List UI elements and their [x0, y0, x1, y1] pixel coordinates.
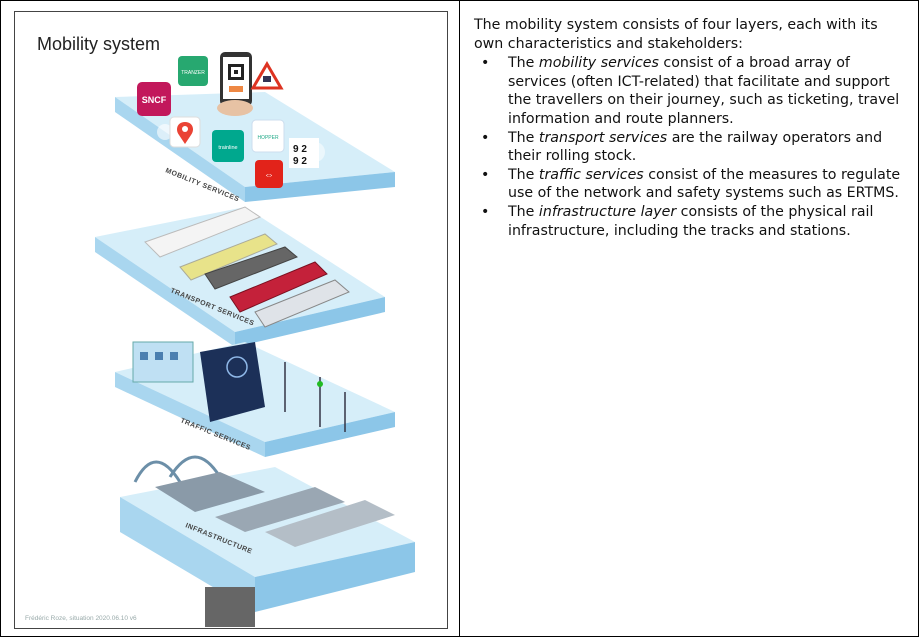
ertms-panel [200, 342, 265, 422]
bullet-icon: • [481, 203, 490, 220]
tranzer-logo: TRANZER [178, 56, 208, 86]
trainline-logo: trainline [212, 130, 244, 162]
figure-panel: Mobility system SNCF TRANZER [0, 0, 460, 637]
mobility-services-layer: SNCF TRANZER [115, 52, 395, 203]
sbb-logo: ⇔ [255, 160, 283, 188]
bullet-icon: • [481, 129, 490, 146]
bullet-icon: • [481, 166, 490, 183]
google-maps-icon [169, 116, 201, 148]
list-item: • The transport services are the railway… [481, 129, 883, 165]
figure-title: Mobility system [37, 34, 161, 54]
svg-text:9 2: 9 2 [293, 156, 307, 167]
sncf-logo: SNCF [137, 82, 171, 116]
svg-text:trainline: trainline [218, 145, 237, 151]
svg-text:TRANZER: TRANZER [181, 70, 205, 76]
list-item: • The mobility services consist of a bro… [481, 55, 900, 127]
svg-text:9 2: 9 2 [293, 144, 307, 155]
description-text: The mobility system consists of four lay… [474, 16, 910, 240]
bullet-icon: • [481, 55, 490, 72]
intro-paragraph: The mobility system consists of four lay… [474, 17, 878, 52]
figure-credit: Frédéric Roze, situation 2020.06.10 v6 [25, 615, 137, 622]
infrastructure-layer: INFRASTRUCTURE [120, 455, 415, 627]
layer-illustration: SNCF TRANZER [95, 52, 415, 627]
phone-qr-icon [217, 52, 253, 116]
layer-list: • The mobility services consist of a bro… [474, 54, 910, 240]
mobility-system-figure: Mobility system SNCF TRANZER [14, 11, 448, 629]
text-panel: The mobility system consists of four lay… [460, 0, 919, 637]
traffic-services-layer: TRAFFIC SERVICES [115, 341, 395, 457]
svg-text:⇔: ⇔ [264, 170, 274, 181]
warning-sign-icon [250, 61, 284, 90]
transport-services-layer: TRANSPORT SERVICES [95, 206, 385, 347]
svg-text:SNCF: SNCF [142, 95, 167, 105]
ns-logo: 9 2 9 2 [289, 138, 319, 168]
list-item: • The traffic services consist of the me… [481, 166, 901, 202]
list-item: • The infrastructure layer consists of t… [481, 203, 874, 239]
svg-text:HOPPER: HOPPER [257, 135, 279, 141]
hopper-logo: HOPPER [251, 119, 285, 153]
